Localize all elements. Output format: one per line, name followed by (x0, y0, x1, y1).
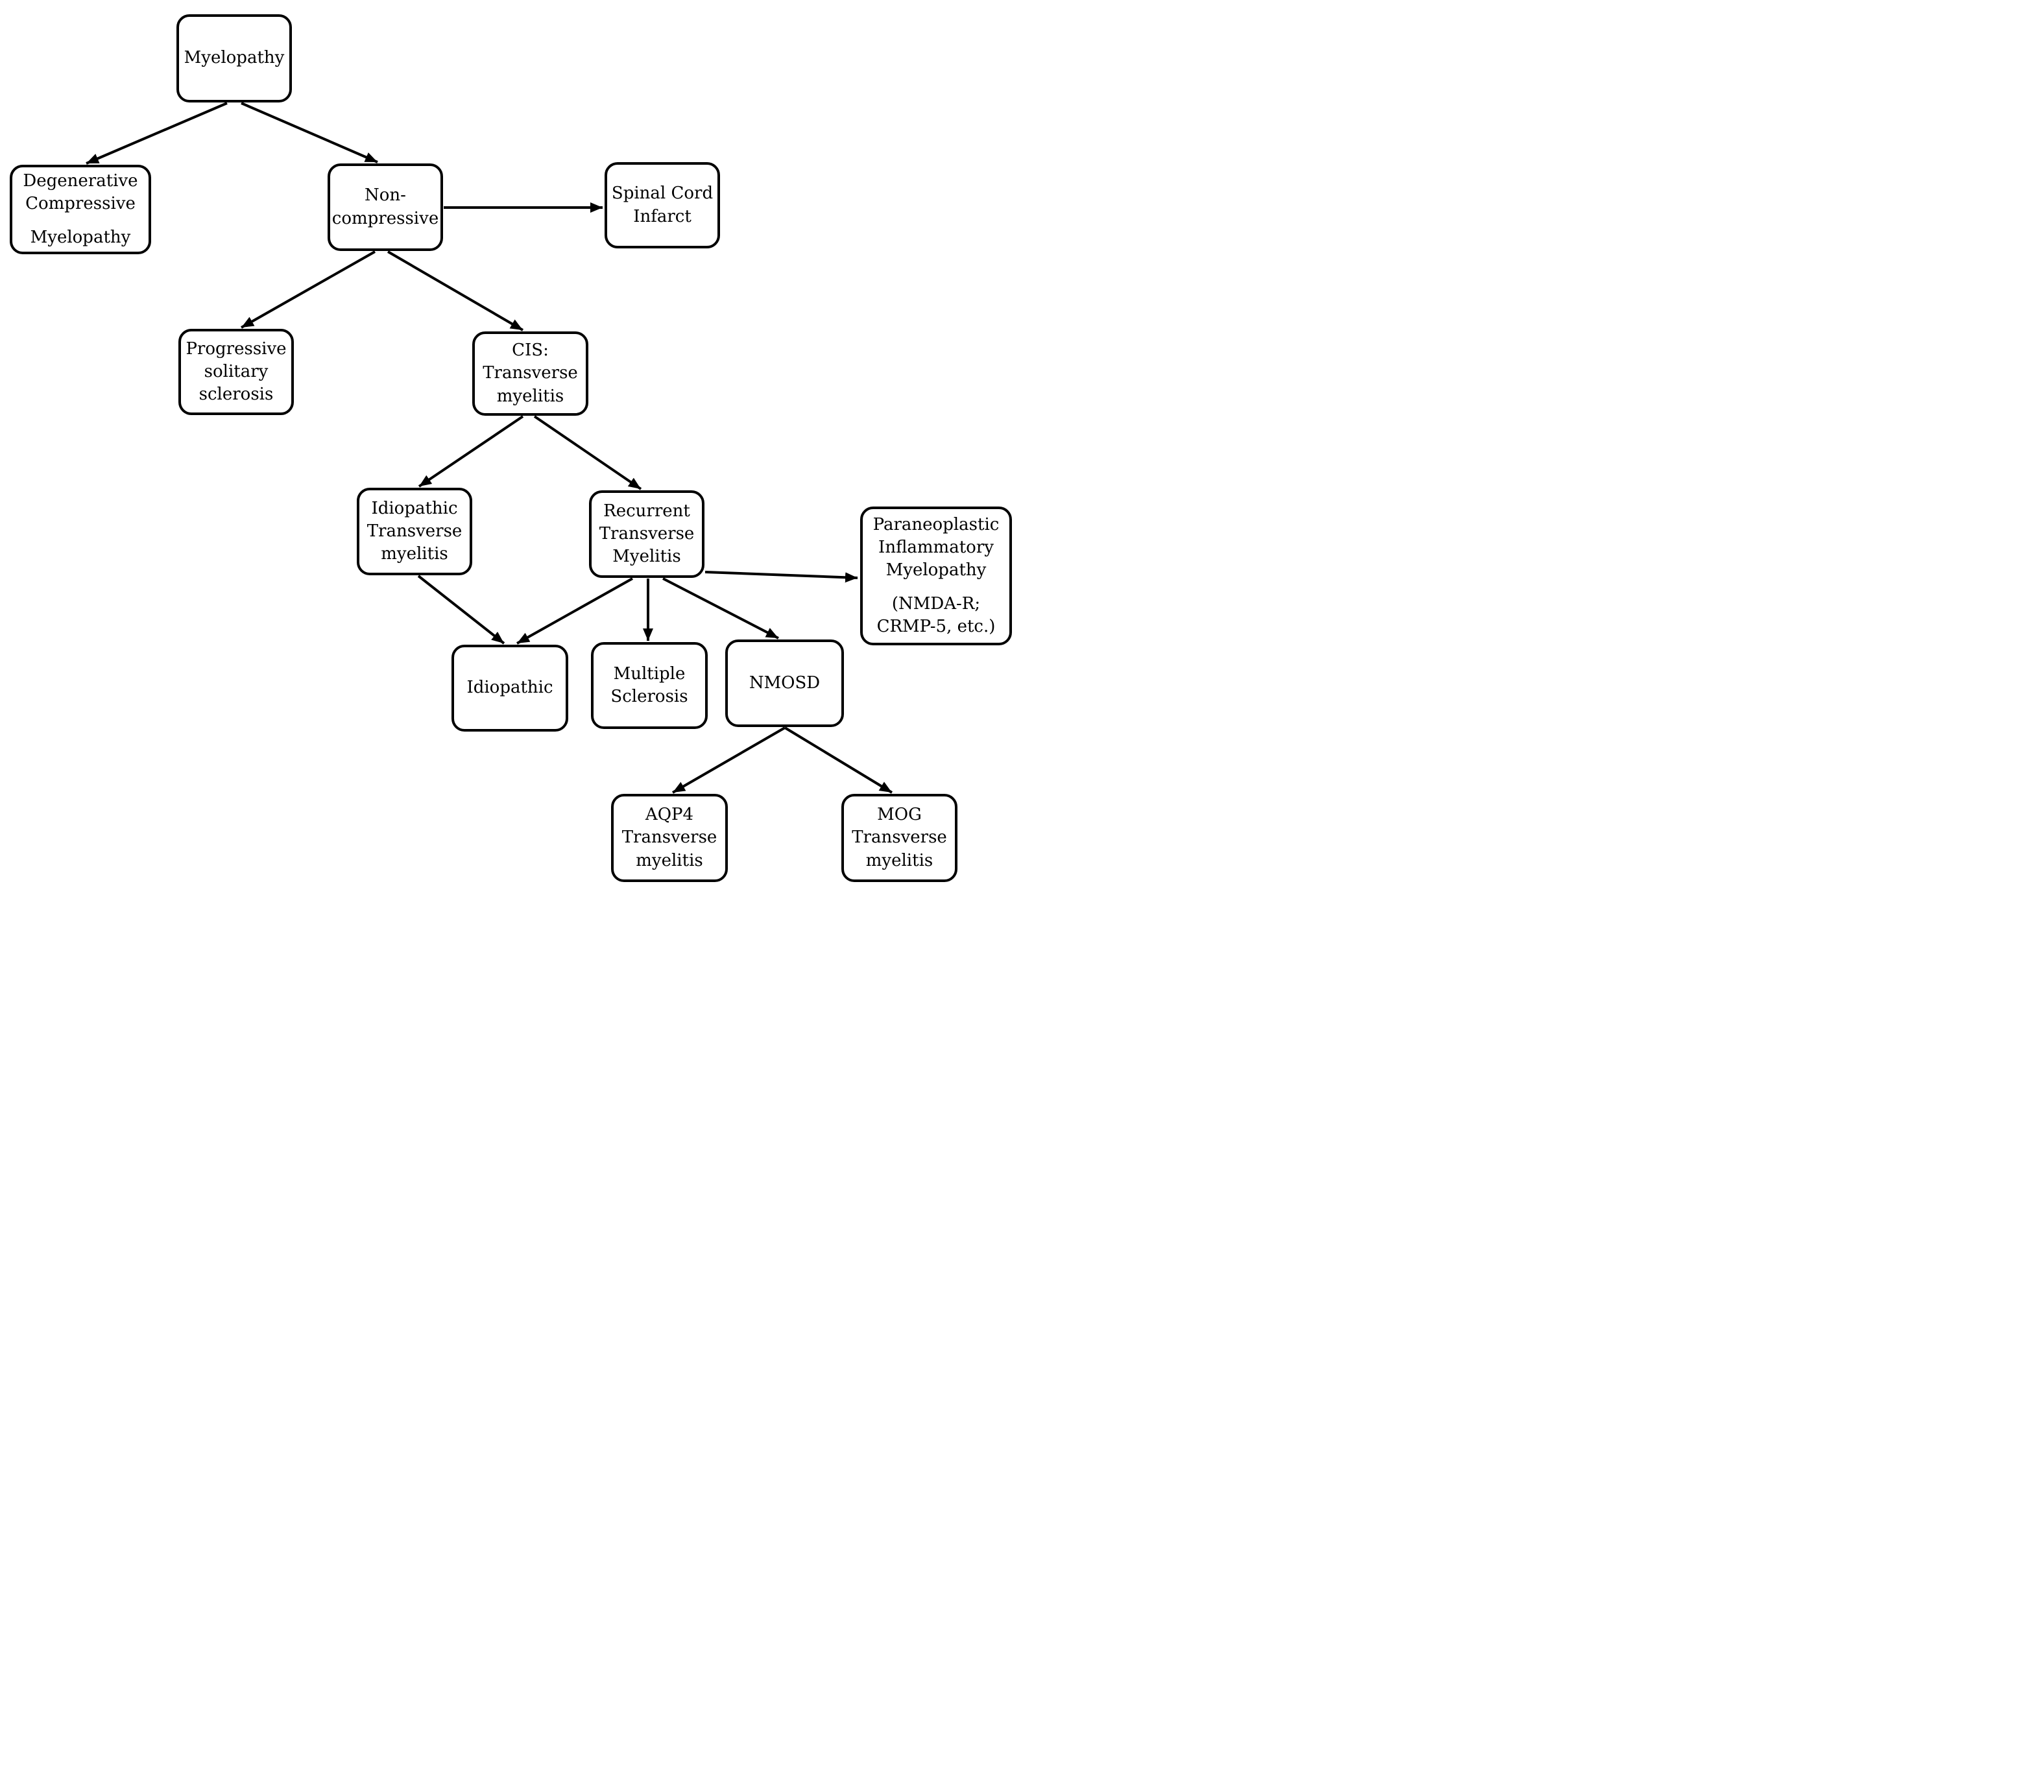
node-label: Myelopathy (30, 226, 131, 249)
node-non-compressive: Non- compressive (328, 163, 443, 251)
node-line: myelitis (381, 544, 448, 564)
node-line: Infarct (633, 206, 691, 226)
node-label: CIS: Transverse myelitis (483, 339, 578, 407)
node-line: Progressive (186, 339, 287, 359)
edge-recurrent-to-paraneoplastic (704, 571, 858, 583)
node-label: Paraneoplastic Inflammatory Myelopathy (873, 514, 1000, 582)
node-label: MOG Transverse myelitis (852, 804, 947, 872)
node-label: Multiple Sclerosis (610, 663, 688, 708)
node-nmosd: NMOSD (725, 639, 844, 727)
node-line: Inflammatory (878, 538, 994, 558)
node-line: AQP4 (645, 805, 694, 825)
node-line: Myelopathy (885, 560, 987, 580)
node-multiple-sclerosis: Multiple Sclerosis (591, 642, 708, 729)
node-label: Idiopathic Transverse myelitis (367, 497, 463, 566)
node-line: Transverse (483, 363, 578, 383)
node-line: Myelopathy (184, 48, 285, 68)
edge-noncompressive-to-cis (387, 250, 524, 331)
edge-myelopathy-to-degenerative (86, 102, 228, 165)
node-spinal-cord-infarct: Spinal Cord Infarct (605, 162, 720, 248)
node-line: MOG (877, 805, 922, 825)
node-line: Myelitis (612, 547, 681, 567)
node-line: Transverse (621, 828, 717, 848)
node-label: NMOSD (749, 672, 820, 695)
node-line: compressive (331, 208, 439, 228)
node-mog-transverse-myelitis: MOG Transverse myelitis (841, 794, 957, 882)
node-label: Degenerative Compressive (23, 170, 138, 215)
edge-idio-tm-to-idiopathic (417, 575, 505, 645)
node-label: Recurrent Transverse Myelitis (599, 500, 695, 568)
node-line: Idiopathic (371, 498, 458, 518)
node-line: solitary (204, 361, 269, 381)
node-line: (NMDA-R; (891, 593, 981, 614)
edge-nmosd-to-mog (784, 726, 893, 794)
node-label: Non- compressive (332, 184, 439, 230)
node-line: Multiple (613, 663, 686, 684)
flowchart-canvas: Myelopathy Degenerative Compressive Myel… (0, 0, 1022, 896)
edge-myelopathy-to-noncompressive (241, 102, 378, 163)
node-line: myelitis (636, 850, 703, 870)
node-line: Idiopathic (466, 678, 553, 698)
node-line: Sclerosis (610, 687, 688, 706)
node-line: myelitis (865, 850, 933, 870)
node-label: Idiopathic (466, 676, 553, 699)
edge-recurrent-to-idiopathic (516, 577, 633, 645)
node-line: Degenerative (23, 171, 138, 191)
node-myelopathy: Myelopathy (176, 14, 292, 102)
edge-noncompressive-to-progressive (241, 250, 376, 329)
flowchart-edges (86, 102, 893, 794)
node-label: AQP4 Transverse myelitis (622, 804, 717, 872)
node-idiopathic: Idiopathic (451, 645, 568, 732)
node-line: CIS: (512, 340, 549, 361)
node-line: myelitis (496, 386, 564, 406)
node-line: Recurrent (603, 501, 690, 521)
edge-recurrent-to-nmosd (662, 577, 779, 639)
node-label: Progressive solitary sclerosis (186, 338, 286, 406)
node-line: Transverse (599, 523, 695, 544)
edge-cis-to-idio-tm (418, 415, 524, 488)
node-label: Myelopathy (184, 47, 285, 69)
node-paraneoplastic-inflammatory-myelopathy: Paraneoplastic Inflammatory Myelopathy (… (860, 507, 1012, 645)
node-line: Spinal Cord (611, 184, 714, 204)
node-line: Myelopathy (30, 227, 131, 247)
node-idiopathic-transverse-myelitis: Idiopathic Transverse myelitis (357, 488, 472, 575)
node-degenerative-compressive-myelopathy: Degenerative Compressive Myelopathy (10, 165, 151, 254)
node-aqp4-transverse-myelitis: AQP4 Transverse myelitis (611, 794, 728, 882)
node-progressive-solitary-sclerosis: Progressive solitary sclerosis (178, 329, 294, 415)
node-label: (NMDA-R; CRMP-5, etc.) (877, 593, 996, 638)
node-label: Spinal Cord Infarct (612, 182, 713, 228)
node-line: Transverse (852, 828, 947, 848)
node-line: Paraneoplastic (872, 515, 1000, 535)
node-recurrent-transverse-myelitis: Recurrent Transverse Myelitis (589, 490, 704, 578)
node-line: CRMP-5, etc.) (876, 616, 996, 636)
node-line: sclerosis (198, 385, 274, 405)
edge-nmosd-to-aqp4 (671, 726, 786, 794)
edge-cis-to-recurrent (533, 415, 642, 490)
node-line: NMOSD (749, 673, 821, 693)
node-line: Transverse (367, 521, 463, 541)
node-line: Non- (365, 185, 406, 206)
node-line: Compressive (25, 194, 136, 214)
node-cis-transverse-myelitis: CIS: Transverse myelitis (472, 331, 588, 416)
